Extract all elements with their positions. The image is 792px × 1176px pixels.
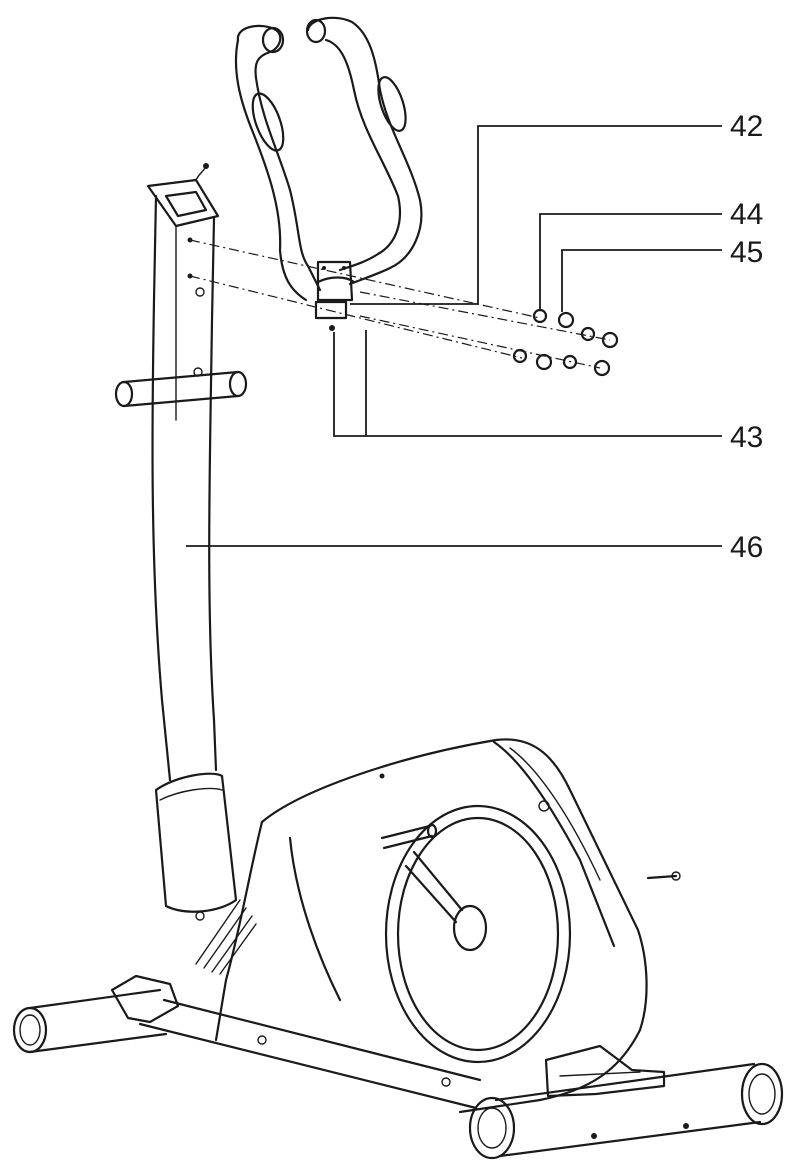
callout-44: 44 <box>730 198 763 231</box>
handlebar-part-42 <box>234 16 423 331</box>
callout-46: 46 <box>730 531 763 564</box>
front-post-part-46 <box>114 194 248 921</box>
callout-42: 42 <box>730 110 763 143</box>
flywheel-housing <box>195 738 681 1114</box>
base-frame <box>12 974 784 1160</box>
leader-lines <box>186 125 722 547</box>
callout-45: 45 <box>730 236 763 269</box>
bolt-set <box>189 239 619 377</box>
callout-labels: 42 44 45 43 46 <box>730 110 763 564</box>
callout-43: 43 <box>730 421 763 454</box>
console-bracket <box>146 163 220 228</box>
